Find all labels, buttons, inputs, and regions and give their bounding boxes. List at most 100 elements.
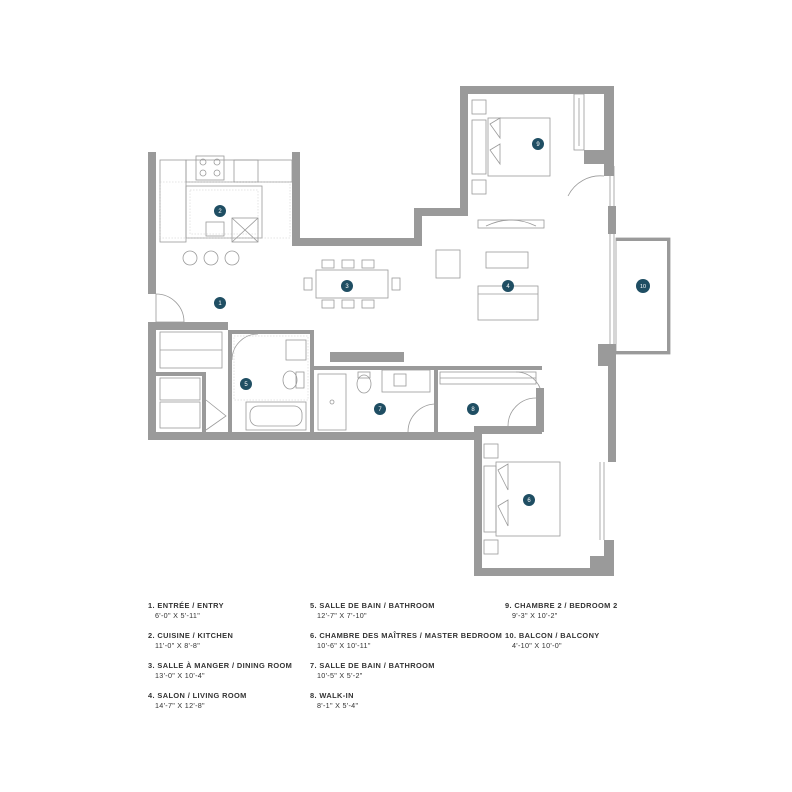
bathroom7-fixtures bbox=[317, 369, 437, 433]
legend-dim: 10'-6" X 10'-11" bbox=[317, 641, 371, 650]
chair bbox=[361, 259, 375, 269]
bed bbox=[487, 117, 551, 177]
balcony-rail-east bbox=[667, 238, 670, 354]
legend-title: 5. SALLE DE BAIN / BATHROOM bbox=[310, 601, 435, 610]
bathtub bbox=[245, 401, 307, 431]
entry-door bbox=[155, 293, 185, 323]
room-markers: 1 2 3 4 5 6 7 8 9 10 bbox=[214, 138, 650, 506]
svg-text:3: 3 bbox=[345, 284, 349, 290]
legend-title: 2. CUISINE / KITCHEN bbox=[148, 631, 234, 640]
closet bbox=[573, 93, 585, 151]
room-marker: 7 bbox=[374, 403, 386, 415]
svg-text:7: 7 bbox=[378, 407, 382, 413]
legend-item: 4. SALON / LIVING ROOM 14'-7" X 12'-8" bbox=[148, 691, 348, 710]
toilet-tank bbox=[295, 371, 305, 389]
legend-title: 8. WALK-IN bbox=[310, 691, 354, 700]
balcony-rail-bottom bbox=[616, 351, 670, 354]
legend-item: 10. BALCON / BALCONY 4'-10" X 10'-0" bbox=[505, 631, 705, 650]
stool bbox=[224, 250, 240, 266]
burner bbox=[213, 169, 221, 177]
balcony bbox=[609, 234, 671, 355]
legend-dim: 4'-10" X 10'-0" bbox=[512, 641, 562, 650]
kitchen-tile bbox=[189, 189, 259, 235]
legend-title: 10. BALCON / BALCONY bbox=[505, 631, 600, 640]
door-swing bbox=[567, 175, 605, 197]
legend-title: 9. CHAMBRE 2 / BEDROOM 2 bbox=[505, 601, 618, 610]
wall-walkin-east bbox=[536, 388, 544, 432]
door-swing bbox=[515, 371, 543, 399]
kitchen-counter-top bbox=[185, 159, 293, 183]
folding-door bbox=[205, 399, 227, 431]
svg-text:5: 5 bbox=[244, 382, 248, 388]
legend-item: 3. SALLE À MANGER / DINING ROOM 13'-0" X… bbox=[148, 661, 348, 680]
chair bbox=[361, 299, 375, 309]
stool bbox=[182, 250, 198, 266]
legend-item: 7. SALLE DE BAIN / BATHROOM 10'-5" X 5'-… bbox=[310, 661, 510, 680]
legend-item: 6. CHAMBRE DES MAÎTRES / MASTER BEDROOM … bbox=[310, 631, 510, 650]
room-marker: 1 bbox=[214, 297, 226, 309]
dining-set bbox=[303, 259, 401, 309]
wall-master-north bbox=[474, 426, 542, 434]
vanity bbox=[285, 339, 307, 361]
master-furniture bbox=[483, 443, 605, 555]
vanity bbox=[381, 369, 431, 393]
column-ne bbox=[584, 150, 614, 164]
walkin-fixtures bbox=[439, 371, 543, 427]
wall-bath7-east bbox=[434, 366, 438, 432]
closet-fixtures bbox=[159, 331, 227, 431]
burner bbox=[213, 158, 221, 166]
chair bbox=[321, 259, 335, 269]
shower-drain bbox=[329, 399, 335, 405]
pillow bbox=[497, 499, 509, 527]
wall-notch-top bbox=[414, 208, 464, 216]
room-marker: 5 bbox=[240, 378, 252, 390]
chair bbox=[341, 299, 355, 309]
toilet bbox=[356, 374, 372, 394]
pillow bbox=[489, 117, 501, 140]
door-swing bbox=[231, 333, 259, 361]
wall-mid-bar bbox=[330, 352, 404, 362]
bed-head bbox=[471, 119, 487, 175]
toilet-tank bbox=[357, 371, 371, 379]
wall-bed2-north bbox=[460, 86, 612, 94]
legend-dim: 12'-7" X 7'-10" bbox=[317, 611, 367, 620]
chair bbox=[391, 277, 401, 291]
chair bbox=[341, 259, 355, 269]
chair bbox=[303, 277, 313, 291]
coffee-table bbox=[485, 251, 529, 269]
stool bbox=[203, 250, 219, 266]
chair bbox=[321, 299, 335, 309]
wall-south-bath bbox=[148, 432, 480, 440]
door-swing bbox=[507, 397, 537, 427]
wall-bath5-north bbox=[228, 330, 314, 334]
nightstand bbox=[471, 99, 487, 115]
wall-walkin-north bbox=[438, 366, 542, 370]
pillow bbox=[497, 463, 509, 491]
armchair bbox=[435, 249, 461, 279]
nightstand bbox=[483, 443, 499, 459]
basin bbox=[393, 373, 407, 387]
room-marker: 3 bbox=[341, 280, 353, 292]
legend-dim: 11'-0" X 8'-8" bbox=[155, 641, 201, 650]
kitchen-fixtures bbox=[159, 155, 293, 266]
room-marker: 6 bbox=[523, 494, 535, 506]
legend-title: 4. SALON / LIVING ROOM bbox=[148, 691, 247, 700]
tv-unit bbox=[477, 219, 545, 229]
balcony-rail-top bbox=[616, 238, 670, 241]
room-marker: 8 bbox=[467, 403, 479, 415]
bathroom5-fixtures bbox=[231, 333, 309, 431]
tv bbox=[485, 219, 537, 227]
room-marker: 9 bbox=[532, 138, 544, 150]
wall-west-lower bbox=[148, 322, 156, 440]
wall-closet-top bbox=[156, 322, 228, 330]
legend-dim: 14'-7" X 12'-8" bbox=[155, 701, 205, 710]
living-furniture bbox=[435, 219, 545, 321]
room-marker: 2 bbox=[214, 205, 226, 217]
exterior-walls bbox=[148, 86, 616, 576]
wall-closet-east bbox=[202, 376, 206, 432]
legend-title: 6. CHAMBRE DES MAÎTRES / MASTER BEDROOM bbox=[310, 631, 503, 640]
pillow bbox=[489, 143, 501, 166]
washer bbox=[159, 377, 201, 401]
stove bbox=[195, 155, 225, 181]
